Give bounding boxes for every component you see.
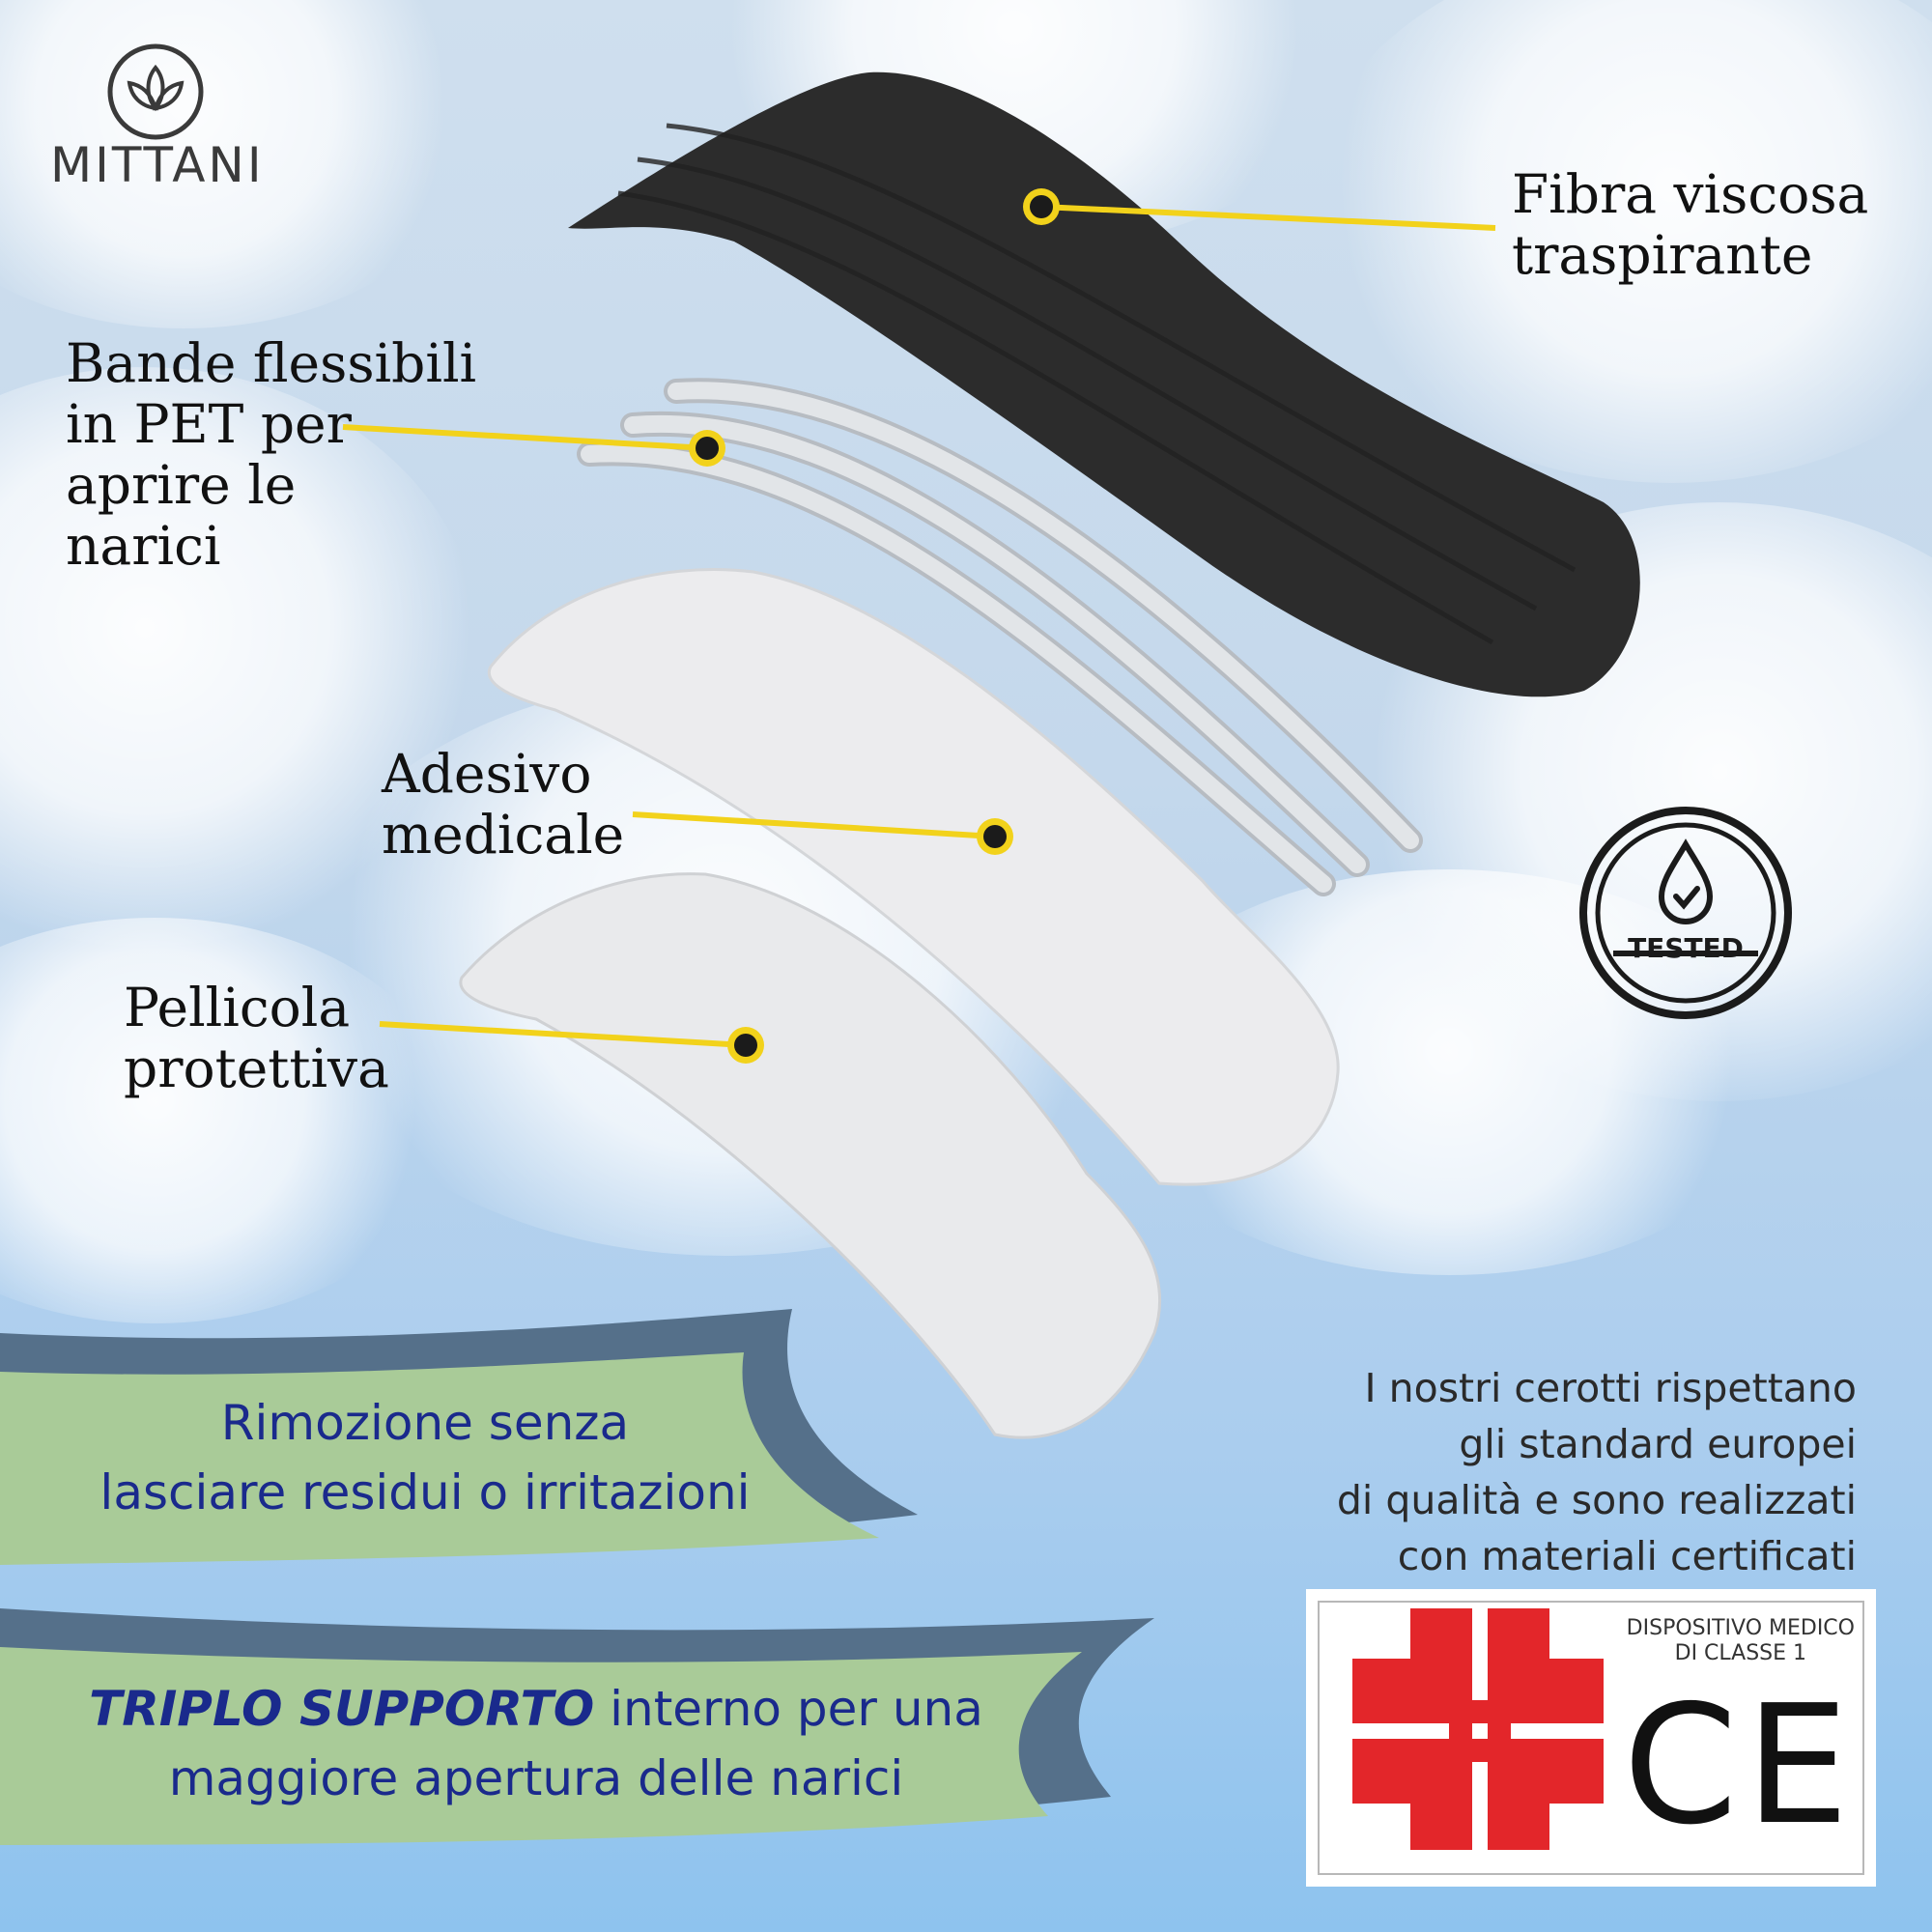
certification-box: DISPOSITIVO MEDICO DI CLASSE 1 CE: [1306, 1589, 1876, 1887]
lotus-icon: [107, 43, 204, 140]
standards-text: I nostri cerotti rispettano gli standard…: [1336, 1365, 1857, 1579]
banner-bottom-shape: [0, 1608, 1154, 1845]
label-fibra: Fibra viscosa traspirante: [1512, 163, 1869, 286]
banner-bottom-text: TRIPLO SUPPORTO interno per una maggiore…: [89, 1681, 983, 1806]
medical-cross-icon: [1352, 1608, 1604, 1850]
banner-top-shape: [0, 1309, 918, 1565]
certification-frame: [1318, 1601, 1864, 1875]
ce-mark: CE: [1623, 1670, 1858, 1861]
tested-label: TESTED: [1628, 932, 1744, 964]
label-pellicola: Pellicola protettiva: [124, 977, 389, 1099]
label-bande: Bande flessibili in PET per aprire le na…: [66, 332, 477, 577]
adesivo-layer: [487, 568, 1340, 1186]
label-adesivo: Adesivo medicale: [382, 743, 625, 866]
fibra-layer: [568, 71, 1640, 697]
water-drop-check-icon: [1579, 807, 1792, 1019]
fibra-ridges: [617, 123, 1577, 645]
pellicola-layer: [459, 872, 1162, 1439]
tested-badge: TESTED: [1577, 804, 1795, 1022]
pointer-dots: [689, 188, 1060, 1064]
banner-top-text: Rimozione senza lasciare residui o irrit…: [99, 1395, 751, 1520]
banner-emphasis: TRIPLO SUPPORTO: [89, 1681, 595, 1737]
brand-name: MITTANI: [50, 137, 265, 193]
device-class-text: DISPOSITIVO MEDICO DI CLASSE 1: [1626, 1616, 1855, 1665]
pointer-lines: [342, 204, 1496, 1048]
